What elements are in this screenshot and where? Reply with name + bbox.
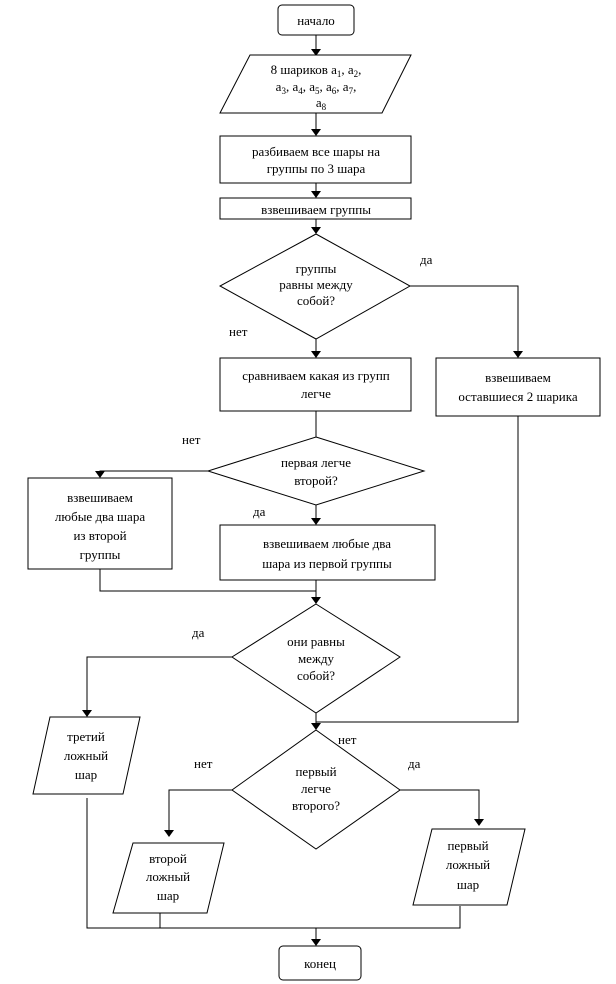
- weigh-first-group-process: взвешиваем любые два шара из первой груп…: [219, 524, 436, 581]
- split-line-2: группы по 3 шара: [267, 161, 366, 176]
- weigh-remaining-process: взвешиваем оставшиеся 2 шарика: [435, 357, 601, 417]
- compare-lighter-process: сравниваем какая из групп легче: [219, 357, 412, 412]
- groups-equal-decision: группы равны между собой?: [218, 233, 412, 340]
- first-false-line-2: ложный: [446, 857, 490, 872]
- input-line-1: 8 шариков a1, a2,: [271, 62, 362, 79]
- label-no-first-lighter: нет: [182, 432, 201, 447]
- end-node: конец: [278, 945, 362, 981]
- third-false-line-3: шар: [75, 767, 97, 782]
- weigh-remaining-line-2: оставшиеся 2 шарика: [458, 389, 578, 404]
- third-false-line-2: ложный: [64, 748, 108, 763]
- label-no-first-second: нет: [194, 756, 213, 771]
- label-yes-first-second: да: [408, 756, 421, 771]
- weigh-first-line-1: взвешиваем любые два: [263, 536, 391, 551]
- start-node: начало: [277, 4, 355, 36]
- end-label: конец: [304, 956, 336, 971]
- groups-equal-line-2: равны между: [279, 277, 353, 292]
- label-yes-first-lighter: да: [253, 504, 266, 519]
- equal-each-other-decision: они равны между собой?: [231, 603, 401, 714]
- input-node: 8 шариков a1, a2, a3, a4, a5, a6, a7, a8: [219, 54, 412, 114]
- weigh-second-group-process: взвешиваем любые два шара из второй груп…: [27, 477, 173, 570]
- equal-each-other-line-2: между: [298, 651, 335, 666]
- weigh-remaining-line-1: взвешиваем: [485, 370, 551, 385]
- first-lighter-decision: первая легче второй?: [206, 436, 426, 506]
- compare-lighter-line-1: сравниваем какая из групп: [242, 368, 390, 383]
- split-line-1: разбиваем все шары на: [252, 144, 380, 159]
- third-false-line-1: третий: [67, 729, 105, 744]
- weigh-first-line-2: шара из первой группы: [262, 556, 392, 571]
- input-line-2: a3, a4, a5, a6, a7,: [276, 79, 357, 96]
- weigh-second-line-1: взвешиваем: [67, 490, 133, 505]
- groups-equal-line-3: собой?: [297, 293, 335, 308]
- first-lighter-line-1: первая легче: [281, 455, 351, 470]
- compare-lighter-line-2: легче: [301, 386, 331, 401]
- first-lighter-second-line-1: первый: [295, 764, 336, 779]
- groups-equal-line-1: группы: [296, 261, 337, 276]
- equal-each-other-line-3: собой?: [297, 668, 335, 683]
- first-false-line-3: шар: [457, 877, 479, 892]
- first-lighter-second-line-2: легче: [301, 781, 331, 796]
- third-false-output: третий ложный шар: [32, 716, 141, 795]
- first-false-line-1: первый: [447, 838, 488, 853]
- first-lighter-second-decision: первый легче второго?: [231, 729, 401, 850]
- equal-each-other-line-1: они равны: [287, 634, 345, 649]
- connectors: [86, 35, 519, 945]
- weigh-second-line-4: группы: [80, 547, 121, 562]
- first-lighter-second-line-3: второго?: [292, 798, 340, 813]
- weigh-second-line-2: любые два шара: [55, 509, 145, 524]
- second-false-line-1: второй: [149, 851, 187, 866]
- input-line-3: a8: [316, 95, 327, 112]
- split-process: разбиваем все шары на группы по 3 шара: [219, 135, 412, 184]
- start-label: начало: [297, 13, 335, 28]
- first-lighter-line-2: второй?: [294, 473, 338, 488]
- weigh-groups-label: взвешиваем группы: [261, 202, 371, 217]
- first-false-output: первый ложный шар: [412, 828, 526, 906]
- label-yes-equal-each-other: да: [192, 625, 205, 640]
- second-false-line-2: ложный: [146, 869, 190, 884]
- second-false-output: второй ложный шар: [112, 842, 225, 914]
- arrowheads: [82, 49, 523, 946]
- label-yes-groups-equal: да: [420, 252, 433, 267]
- second-false-line-3: шар: [157, 888, 179, 903]
- weigh-groups-process: взвешиваем группы: [219, 197, 412, 220]
- label-no-groups-equal: нет: [229, 324, 248, 339]
- label-no-merge: нет: [338, 732, 357, 747]
- weigh-second-line-3: из второй: [73, 528, 126, 543]
